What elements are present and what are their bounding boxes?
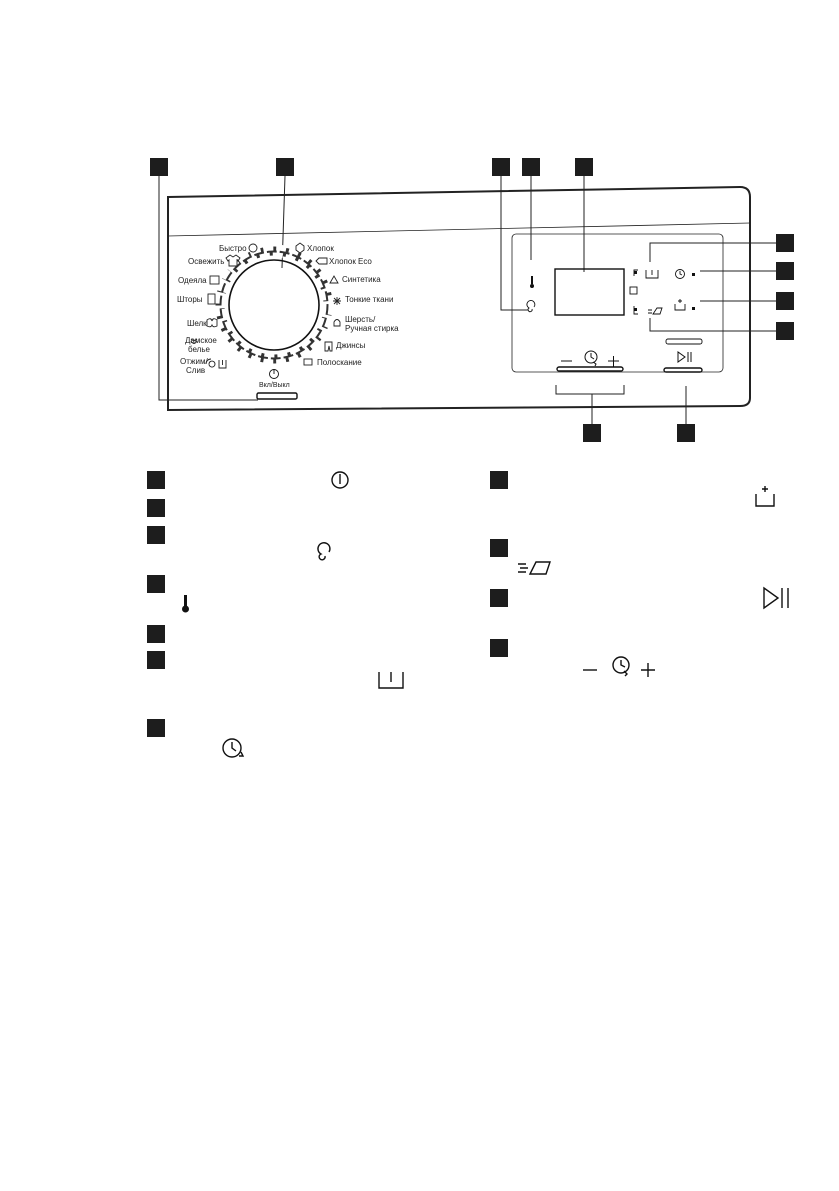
display-screen	[554, 268, 625, 316]
callout-box-2	[276, 158, 294, 176]
wool-icon	[333, 319, 341, 327]
start-pause-control[interactable]	[663, 351, 703, 373]
right-buttons	[665, 269, 703, 345]
delay-start-button[interactable]	[675, 269, 685, 279]
play-pause-icon	[677, 351, 692, 363]
prewash-icon	[645, 270, 659, 279]
legend-box-6	[147, 651, 165, 669]
program-label-delicates: Тонкие ткани	[345, 295, 393, 304]
right-panel-bar	[665, 338, 703, 345]
legend-box-9	[490, 539, 508, 557]
program-label-refresh: Освежить	[188, 257, 224, 266]
callout-box-10	[583, 424, 601, 442]
legend-temperature-icon	[182, 595, 189, 613]
legend-easy-iron-icon	[518, 561, 551, 575]
callout-box-1	[150, 158, 168, 176]
power-control[interactable]: Вкл/Выкл	[256, 369, 298, 400]
callout-box-4	[522, 158, 540, 176]
program-label-cotton-eco: Хлопок Eco	[329, 257, 372, 266]
callout-box-5	[575, 158, 593, 176]
legend-delay-icon	[222, 738, 245, 758]
refresh-shirt-icon	[225, 254, 241, 267]
temperature-icon	[530, 276, 534, 288]
cotton-eco-icon	[315, 257, 328, 265]
program-label-duvet: Одеяла	[178, 276, 207, 285]
power-button[interactable]	[256, 392, 298, 400]
callout-box-11	[677, 424, 695, 442]
option-indicators	[629, 269, 638, 315]
legend-box-10	[490, 589, 508, 607]
callout-box-7	[776, 262, 794, 280]
rinse-icon	[303, 358, 313, 366]
jeans-icon	[324, 341, 333, 352]
spin-icon	[526, 300, 536, 313]
program-label-cotton: Хлопок	[307, 244, 334, 253]
time-adjust-button	[556, 366, 624, 372]
extra-rinse-led	[692, 307, 695, 310]
legend-box-5	[147, 625, 165, 643]
program-label-rinse: Полоскание	[317, 358, 362, 367]
legend-box-1	[147, 471, 165, 489]
panel-outline	[167, 185, 751, 412]
program-label-synthetics: Синтетика	[342, 275, 381, 284]
indicator-led-2	[634, 308, 637, 311]
display-area	[526, 268, 663, 316]
legend-right	[490, 471, 508, 657]
extra-rinse-button[interactable]	[674, 299, 686, 311]
power-label: Вкл/Выкл	[259, 382, 290, 389]
plus-icon	[608, 356, 619, 367]
time-adjust-control[interactable]	[556, 350, 624, 372]
legend-play-pause-icon	[763, 586, 789, 610]
indicator-led-1	[634, 271, 637, 274]
clock-icon	[675, 269, 685, 279]
delicates-icon	[333, 297, 341, 305]
program-label-wool: Шерсть/Ручная стирка	[345, 315, 399, 333]
legend-prewash-icon	[378, 672, 404, 689]
callout-box-8	[776, 292, 794, 310]
program-label-quick: Быстро	[219, 244, 247, 253]
synthetics-icon	[329, 275, 339, 284]
callout-box-9	[776, 322, 794, 340]
legend-box-11	[490, 639, 508, 657]
easy-iron-icon	[648, 307, 663, 315]
legend-box-4	[147, 575, 165, 593]
legend-box-8	[490, 471, 508, 489]
program-label-silk: Шелк	[187, 319, 207, 328]
program-icons-right	[295, 242, 341, 366]
legend-box-2	[147, 499, 165, 517]
lingerie-icon	[190, 338, 198, 344]
legend-box-7	[147, 719, 165, 737]
program-label-spin-drain: Отжим/Слив	[180, 357, 208, 375]
curtains-icon	[207, 293, 216, 305]
legend-spin-icon	[317, 542, 331, 561]
timer-quick-icon	[248, 243, 258, 253]
program-icons-left	[190, 243, 258, 369]
extra-rinse-icon	[674, 299, 686, 311]
legend-box-3	[147, 526, 165, 544]
callout-box-6	[776, 234, 794, 252]
programs-right: Хлопок Хлопок Eco Синтетика Тонкие ткани…	[307, 244, 399, 367]
drain-icon	[218, 360, 227, 369]
duvet-icon	[209, 275, 220, 285]
delay-led	[692, 273, 695, 276]
program-label-curtains: Шторы	[177, 295, 203, 304]
cotton-icon	[295, 242, 305, 254]
silk-icon	[206, 318, 218, 328]
legend-extra-rinse-icon	[755, 486, 775, 507]
program-knob[interactable]	[213, 244, 335, 366]
start-pause-button	[663, 367, 703, 373]
legend-left	[147, 471, 165, 737]
callout-leaders	[158, 175, 776, 424]
program-label-jeans: Джинсы	[336, 341, 366, 350]
programs-left: Быстро Освежить Одеяла Шторы Шелк Дамско…	[177, 244, 247, 375]
callout-box-3	[492, 158, 510, 176]
spin-icon	[205, 358, 216, 368]
legend-power-icon	[331, 471, 349, 489]
legend-time-adjust-icon	[583, 656, 655, 677]
time-clock-icon	[584, 350, 598, 364]
legend-icons	[182, 471, 789, 758]
